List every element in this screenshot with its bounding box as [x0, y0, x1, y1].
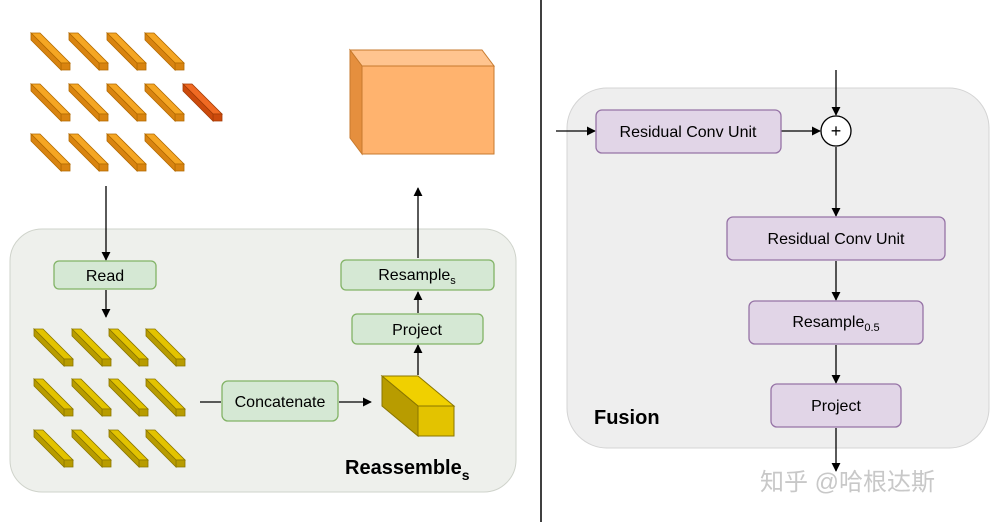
rcu-box-mid[interactable]: Residual Conv Unit — [726, 216, 946, 261]
concatenate-label: Concatenate — [235, 394, 326, 411]
reassemble-title: Reassembles — [345, 457, 470, 483]
token-icon — [108, 429, 149, 468]
read-label: Read — [86, 268, 124, 285]
token-icon — [68, 32, 109, 71]
token-icon — [144, 32, 185, 71]
token-icon — [33, 378, 74, 417]
project-label-right: Project — [811, 398, 861, 415]
output-volume — [349, 48, 495, 156]
fusion-panel — [566, 87, 990, 449]
concat-feature-block — [380, 374, 456, 438]
token-icon — [71, 429, 112, 468]
token-icon — [33, 328, 74, 367]
token-icon — [30, 133, 71, 172]
token-icon — [106, 83, 147, 122]
token-icon — [145, 378, 186, 417]
token-icon — [30, 32, 71, 71]
token-icon — [145, 328, 186, 367]
read-box[interactable]: Read — [53, 260, 157, 290]
resample-box-left[interactable]: Resamples — [340, 259, 495, 291]
resample-label-right: Resample0.5 — [792, 314, 879, 334]
fusion-title: Fusion — [594, 407, 660, 429]
readout-token-icon — [182, 83, 223, 122]
plus-symbol: + — [831, 121, 842, 141]
token-icon — [71, 328, 112, 367]
rcu-box-top[interactable]: Residual Conv Unit — [595, 109, 782, 154]
input-tokens-group — [30, 32, 223, 172]
token-icon — [144, 133, 185, 172]
token-icon — [145, 429, 186, 468]
project-box-left[interactable]: Project — [351, 313, 484, 345]
token-icon — [68, 133, 109, 172]
token-icon — [108, 378, 149, 417]
token-icon — [33, 429, 74, 468]
token-icon — [106, 32, 147, 71]
token-icon — [106, 133, 147, 172]
token-icon — [30, 83, 71, 122]
reassemble-panel — [9, 228, 517, 493]
token-icon — [68, 83, 109, 122]
project-box-right[interactable]: Project — [770, 383, 902, 428]
token-icon — [71, 378, 112, 417]
resample-label-left: Resamples — [378, 267, 456, 287]
token-icon — [108, 328, 149, 367]
rcu-top-label: Residual Conv Unit — [620, 124, 758, 141]
sum-node[interactable]: + — [820, 115, 852, 147]
watermark: 知乎 @哈根达斯 — [760, 469, 935, 496]
concatenate-box[interactable]: Concatenate — [221, 380, 339, 422]
rcu-mid-label: Residual Conv Unit — [768, 231, 906, 248]
project-label-left: Project — [392, 322, 442, 339]
read-tokens-group — [33, 328, 186, 468]
resample-box-right[interactable]: Resample0.5 — [748, 300, 924, 345]
token-icon — [144, 83, 185, 122]
